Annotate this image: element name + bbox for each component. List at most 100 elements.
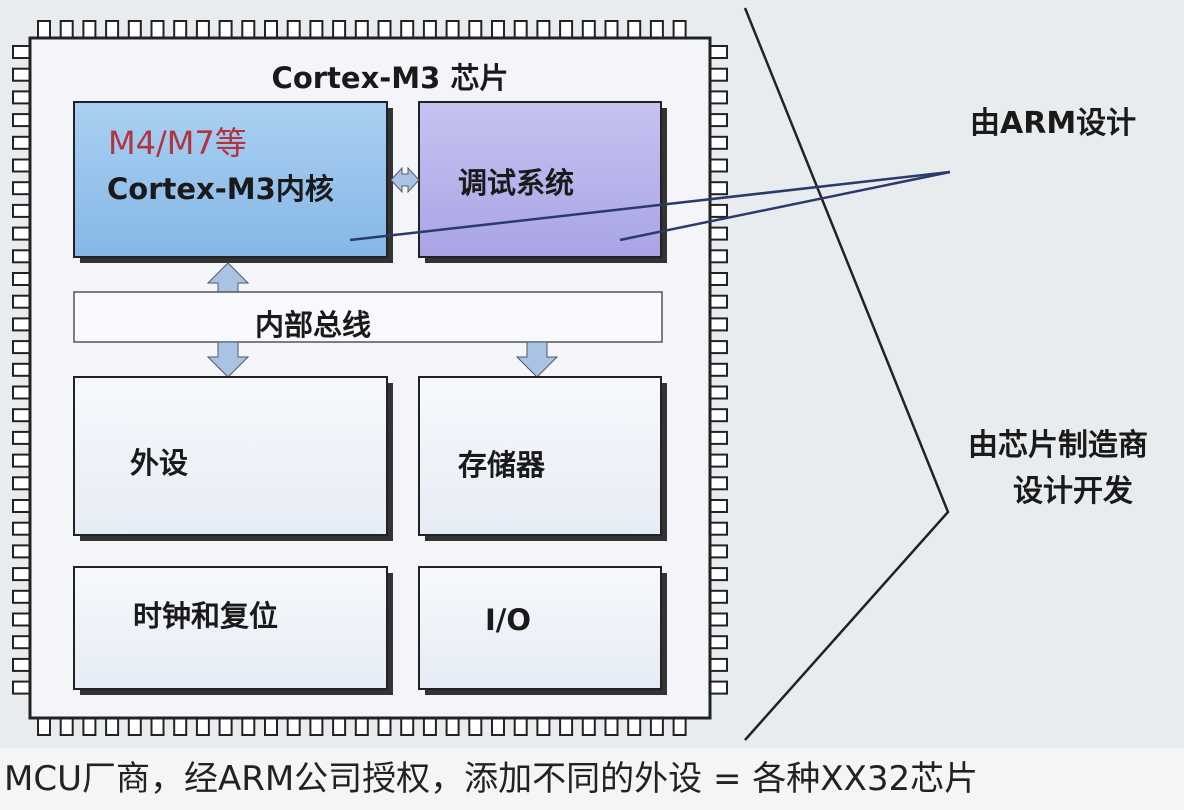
chip-pin — [445, 717, 460, 736]
core-debug-arrow — [390, 166, 420, 194]
chip-pin — [37, 20, 51, 39]
chip-pin — [709, 567, 728, 582]
memory-block — [418, 376, 662, 536]
chip-pin — [709, 45, 728, 59]
chip-pin — [12, 67, 31, 82]
io-block — [418, 566, 662, 690]
core-label: Cortex-M3内核 — [107, 172, 334, 206]
chip-pin — [709, 657, 728, 672]
peripheral-block — [73, 376, 388, 536]
chip-pin — [241, 717, 256, 736]
chip-pin — [309, 717, 324, 736]
chip-pin — [12, 589, 31, 604]
chip-pin — [264, 20, 278, 39]
chip-pin — [491, 717, 505, 736]
chip-pin — [709, 203, 728, 218]
chip-pin — [649, 717, 664, 736]
chip-pin — [12, 203, 31, 218]
chip-pin — [12, 113, 31, 128]
debug-block — [418, 101, 662, 258]
chip-pin — [82, 717, 97, 736]
arm-design-label: 由ARM设计 — [970, 106, 1137, 141]
chip-pin — [173, 20, 188, 39]
chip-pin — [709, 249, 728, 264]
chip-pin — [627, 717, 642, 736]
chip-pin — [12, 521, 31, 536]
chip-pin — [286, 20, 301, 39]
chip-pin — [354, 20, 369, 39]
chip-pin — [12, 340, 31, 355]
chip-pin — [709, 635, 728, 650]
clock-block — [73, 566, 388, 690]
io-label: I/O — [485, 603, 532, 637]
chip-pin — [59, 20, 74, 39]
chip-pin — [37, 717, 51, 736]
chip-diagram — [12, 7, 951, 741]
chip-pin — [12, 385, 31, 400]
chip-pin — [12, 135, 31, 150]
chip-pin — [12, 317, 31, 332]
chip-pin — [150, 717, 165, 736]
chip-pin — [105, 20, 120, 39]
chip-pin — [709, 362, 728, 377]
chip-pin — [12, 476, 31, 491]
chip-pin — [513, 717, 528, 736]
chip-pin — [218, 717, 233, 736]
chip-pin — [709, 521, 728, 536]
chip-pin — [709, 272, 728, 286]
chip-pin — [195, 20, 210, 39]
chip-pin — [12, 158, 31, 173]
chip-pin — [377, 717, 392, 736]
chip-pin — [12, 430, 31, 445]
bracket — [743, 7, 950, 741]
chip-pin — [150, 20, 165, 39]
chip-pin — [672, 20, 687, 39]
chip-pin — [468, 20, 483, 39]
chip-pin — [332, 717, 347, 736]
chip-pin — [536, 20, 551, 39]
chip-pin — [581, 717, 596, 736]
chip-pin — [12, 362, 31, 377]
chip-pin — [12, 181, 31, 196]
chip-pin — [468, 717, 483, 736]
chip-pin — [12, 45, 31, 59]
chip-pin — [12, 680, 31, 695]
pointer-line-core — [349, 170, 951, 242]
chip-pin — [241, 20, 256, 39]
chip-pin — [422, 20, 437, 39]
chip-pin — [709, 499, 728, 513]
chip-pin — [12, 612, 31, 627]
chip-pin — [709, 544, 728, 559]
chip-pin — [709, 90, 728, 105]
peripheral-label: 外设 — [130, 446, 189, 480]
chip-pin — [105, 717, 120, 736]
chip-pin — [709, 408, 728, 423]
chip-pin — [127, 717, 142, 736]
chip-pin — [513, 20, 528, 39]
chip-pin — [12, 453, 31, 468]
chip-pin — [286, 717, 301, 736]
bus-memory-arrow — [515, 341, 559, 378]
caption: MCU厂商，经ARM公司授权，添加不同的外设 = 各种XX32芯片 — [0, 748, 1184, 810]
chip-pin — [12, 635, 31, 650]
chip-pin — [422, 717, 437, 736]
chip-pin — [709, 181, 728, 196]
chip-pin — [309, 20, 324, 39]
chip-pin — [581, 20, 596, 39]
chip-pin — [332, 20, 347, 39]
chip-pin — [12, 90, 31, 105]
chip-pin — [82, 20, 97, 39]
chip-pin — [12, 499, 31, 513]
chip-pin — [709, 612, 728, 627]
chip-pin — [536, 717, 551, 736]
chip-pin — [12, 249, 31, 264]
chip-pin — [709, 135, 728, 150]
chip-pin — [709, 430, 728, 445]
chip-pin — [604, 20, 619, 39]
chip-pin — [709, 158, 728, 173]
bus-peripheral-arrow — [206, 341, 250, 378]
chip-pin — [377, 20, 392, 39]
chip-pin — [445, 20, 460, 39]
chip-pin — [400, 717, 415, 736]
chip-pin — [59, 717, 74, 736]
